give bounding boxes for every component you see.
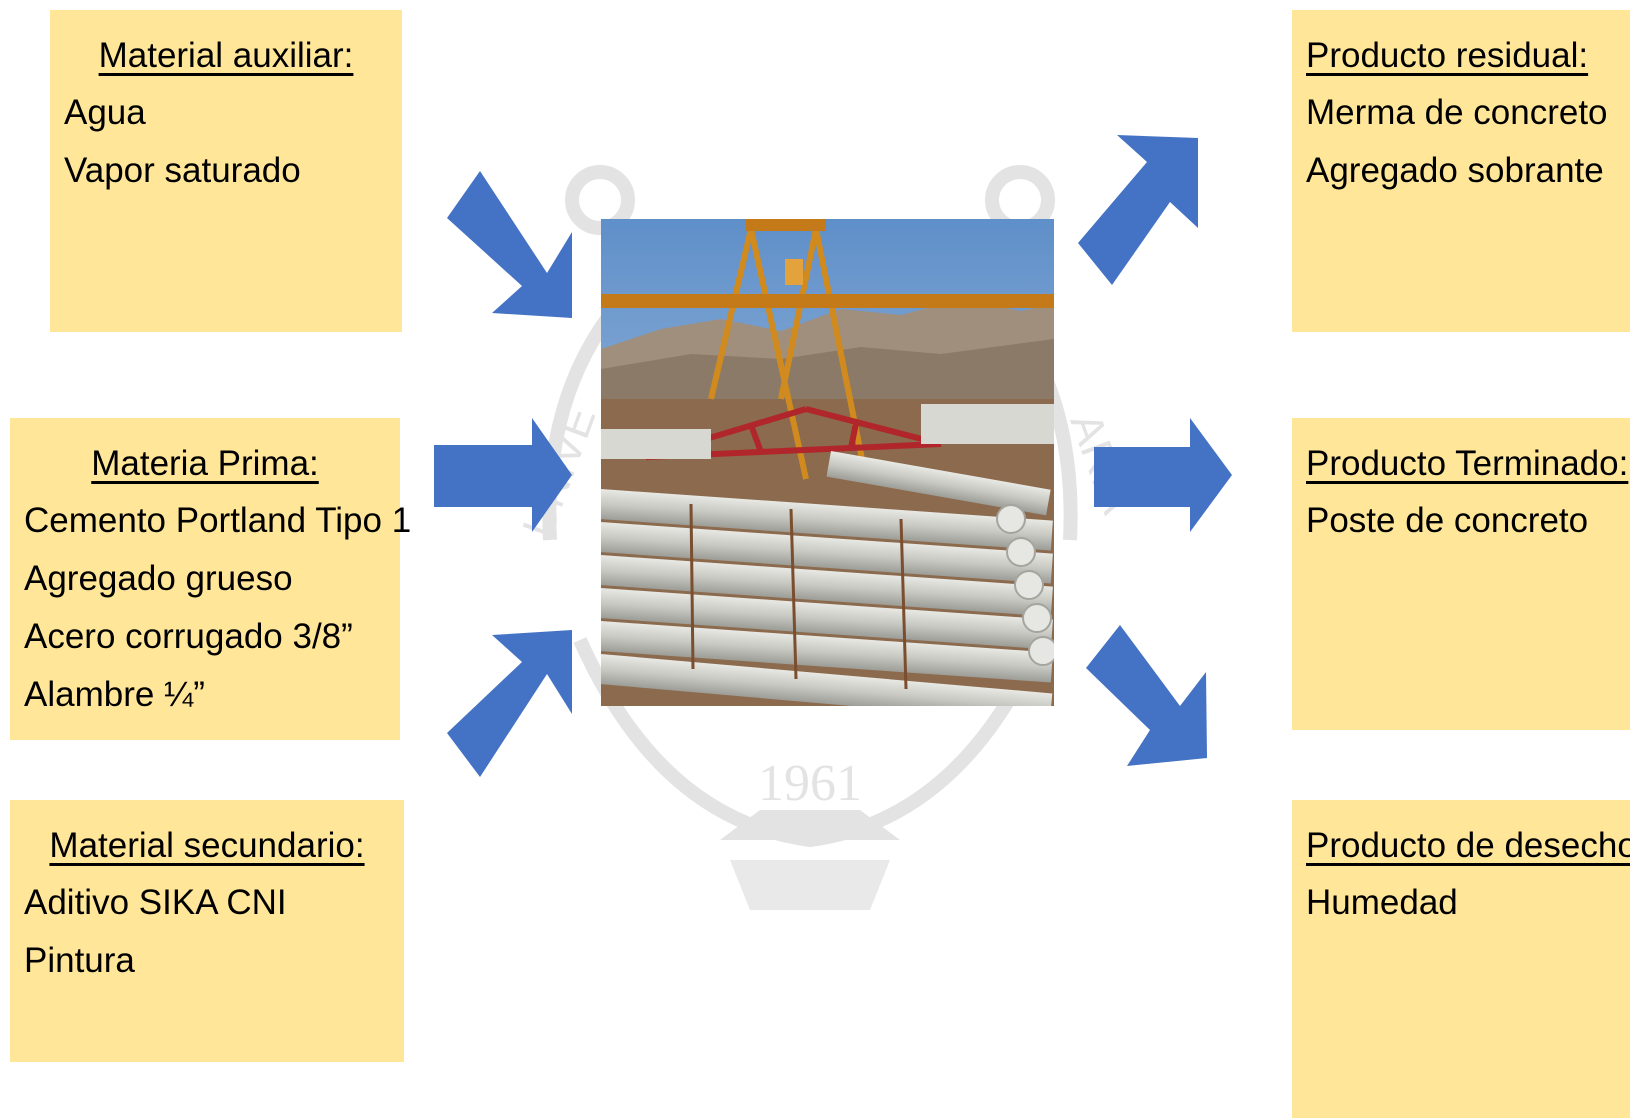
material-auxiliar-title: Material auxiliar: [98, 36, 354, 75]
material-auxiliar-item: Vapor saturado [64, 151, 301, 190]
producto-terminado-title: Producto Terminado: [1306, 444, 1629, 483]
arrow-in-bottom-icon [447, 630, 572, 777]
material-secundario-item: Pintura [24, 941, 135, 980]
materia-prima-item: Agregado grueso [24, 559, 293, 598]
material-auxiliar-box: Material auxiliar: Agua Vapor saturado [50, 10, 402, 332]
material-secundario-item: Aditivo SIKA CNI [24, 883, 287, 922]
material-secundario-box: Material secundario: Aditivo SIKA CNI Pi… [10, 800, 404, 1062]
producto-desecho-item: Humedad [1306, 883, 1458, 922]
producto-residual-box: Producto residual: Merma de concreto Agr… [1292, 10, 1630, 332]
materia-prima-item: Cemento Portland Tipo 1 [24, 501, 412, 540]
producto-residual-title: Producto residual: [1306, 36, 1589, 75]
concrete-poles-photo [601, 219, 1054, 706]
producto-terminado-box: Producto Terminado: Poste de concreto [1292, 418, 1630, 730]
producto-desecho-title: Producto de desecho: [1306, 826, 1630, 865]
arrow-out-bottom-icon [1086, 625, 1207, 766]
arrow-out-middle-icon [1094, 418, 1232, 532]
producto-terminado-item: Poste de concreto [1306, 501, 1589, 540]
arrow-in-top-icon [447, 171, 572, 318]
arrow-in-middle-icon [434, 418, 572, 532]
producto-residual-item: Agregado sobrante [1306, 151, 1604, 190]
producto-residual-item: Merma de concreto [1306, 93, 1608, 132]
arrow-out-top-icon [1078, 135, 1198, 285]
materia-prima-item: Acero corrugado 3/8” [24, 617, 353, 656]
materia-prima-title: Materia Prima: [91, 444, 319, 483]
watermark-year: 1961 [758, 755, 862, 812]
material-secundario-title: Material secundario: [49, 826, 365, 865]
materia-prima-item: Alambre ¼” [24, 675, 205, 714]
material-auxiliar-item: Agua [64, 93, 146, 132]
producto-desecho-box: Producto de desecho: Humedad [1292, 800, 1630, 1118]
materia-prima-box: Materia Prima: Cemento Portland Tipo 1 A… [10, 418, 412, 740]
